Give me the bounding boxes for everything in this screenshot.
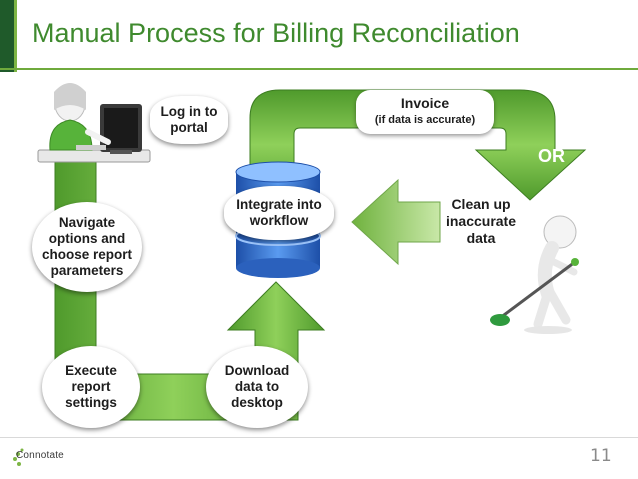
left-accent-bar	[0, 0, 14, 72]
step-invoice: Invoice (if data is accurate)	[356, 90, 494, 134]
step-integrate-label: Integrate into workflow	[236, 197, 322, 228]
step-integrate: Integrate into workflow	[224, 186, 334, 240]
step-clean-up-label: Clean up inaccurate data	[445, 196, 517, 246]
step-download-label: Download data to desktop	[224, 363, 290, 410]
connotate-logo-text: Connotate	[16, 450, 64, 461]
step-clean-up: Clean up inaccurate data	[432, 196, 530, 247]
footer-divider	[0, 437, 638, 438]
step-execute-label: Execute report settings	[65, 363, 117, 410]
person-sweeping-icon	[490, 215, 579, 334]
left-accent-stripe	[14, 0, 17, 72]
step-navigate: Navigate options and choose report param…	[32, 202, 142, 292]
step-execute: Execute report settings	[42, 346, 140, 428]
title-divider	[0, 68, 638, 70]
step-log-in: Log in to portal	[150, 96, 228, 144]
step-invoice-condition: (if data is accurate)	[374, 114, 476, 126]
left-arrow	[351, 178, 441, 266]
slide-title: Manual Process for Billing Reconciliatio…	[32, 18, 520, 48]
or-label: OR	[538, 146, 565, 166]
person-at-computer-icon	[37, 83, 151, 163]
top-arc-arrow	[249, 89, 587, 201]
step-invoice-label: Invoice	[400, 95, 450, 111]
connotate-logo	[13, 448, 24, 466]
step-log-in-label: Log in to portal	[160, 104, 218, 135]
step-download: Download data to desktop	[206, 346, 308, 428]
step-navigate-label: Navigate options and choose report param…	[41, 215, 133, 278]
page-number: 11	[590, 446, 612, 466]
